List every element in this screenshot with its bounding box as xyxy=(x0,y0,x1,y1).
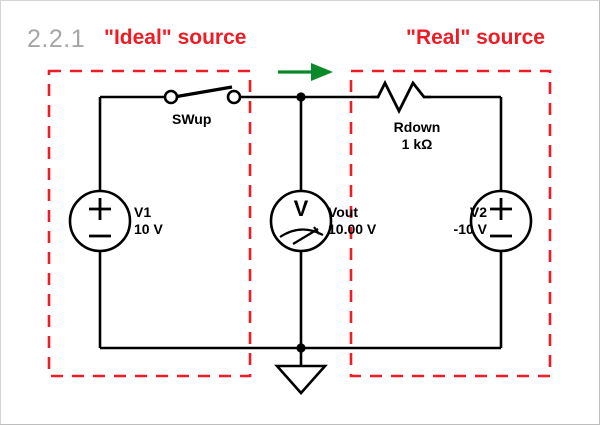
vout-name: Vout xyxy=(328,204,359,220)
voltmeter-symbol-v: V xyxy=(294,196,309,221)
voltage-source-v2[interactable] xyxy=(469,189,533,253)
ground-triangle xyxy=(274,364,328,395)
current-direction-arrow xyxy=(278,63,333,81)
resistor-zigzag xyxy=(371,79,431,115)
switch-terminal-left xyxy=(163,89,179,105)
v1-body xyxy=(68,189,132,253)
v2-label-block: V2 -10 V xyxy=(441,204,487,238)
ground-symbol xyxy=(274,364,328,395)
rdown-label-block: Rdown 1 kΩ xyxy=(378,119,456,153)
switch-label: SWup xyxy=(172,111,212,127)
section-number: 2.2.1 xyxy=(27,25,86,53)
rdown-value: 1 kΩ xyxy=(401,136,433,152)
voltage-source-v1[interactable] xyxy=(68,189,132,253)
v2-body xyxy=(469,189,533,253)
v1-label-block: V1 10 V xyxy=(134,204,163,238)
v2-value: -10 V xyxy=(453,221,487,237)
switch-swup[interactable] xyxy=(163,85,242,105)
junction-dot-top-node xyxy=(296,92,306,102)
voltmeter-needle-tip xyxy=(313,226,320,235)
voltmeter-vout[interactable]: V xyxy=(269,189,333,253)
current-arrow-head xyxy=(311,63,333,81)
vout-reading: 10.00 V xyxy=(328,221,377,237)
switch-blade xyxy=(173,85,233,99)
v2-name: V2 xyxy=(469,204,487,220)
v1-name: V1 xyxy=(134,204,152,220)
v1-value: 10 V xyxy=(134,221,163,237)
real-source-group-title: "Real" source xyxy=(406,26,545,49)
voltmeter-needle xyxy=(292,228,319,245)
vout-label-block: Vout 10.00 V xyxy=(328,204,376,238)
voltmeter-body xyxy=(269,189,333,253)
junction-dot-bottom-node xyxy=(296,343,306,353)
ideal-source-group-title: "Ideal" source xyxy=(104,26,247,49)
resistor-rdown[interactable] xyxy=(371,79,431,115)
switch-terminal-right xyxy=(226,89,242,105)
rdown-name: Rdown xyxy=(393,119,441,135)
